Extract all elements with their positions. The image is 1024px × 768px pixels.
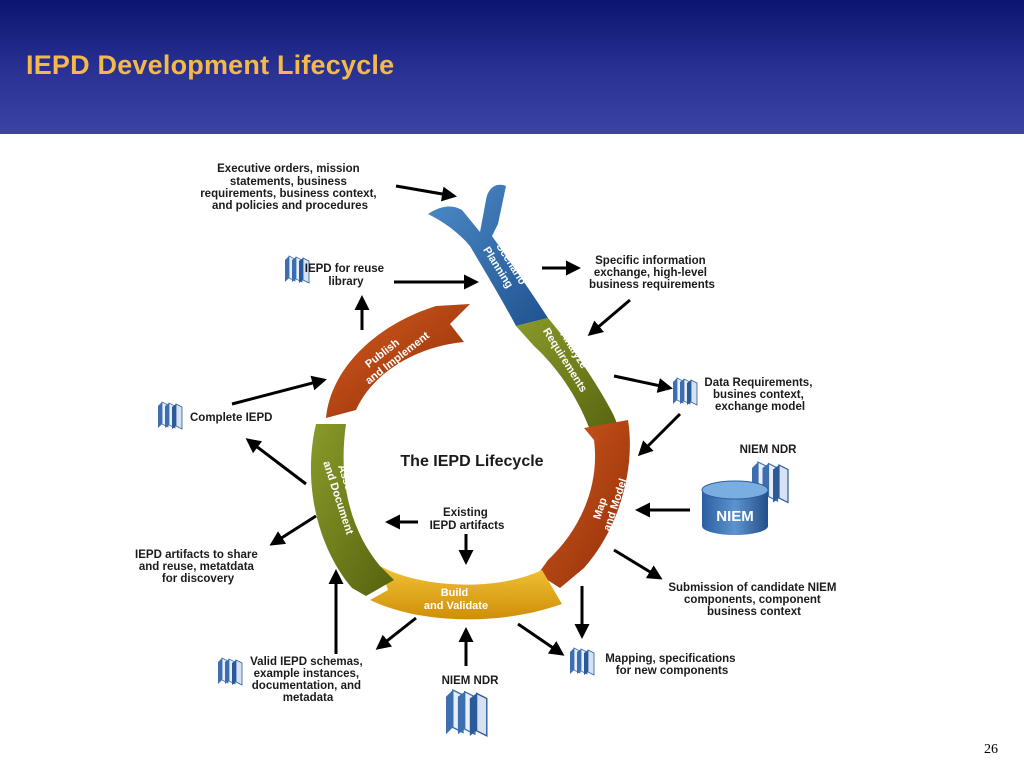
valid-schemas-book-icon	[217, 657, 243, 686]
submission-label: Submission of candidate NIEM components,…	[668, 582, 839, 618]
arrow-data-req-to-map	[637, 412, 682, 457]
existing-artifacts-label: Existing IEPD artifacts	[430, 507, 505, 532]
reuse-library-label: IEPD for reuse library	[305, 263, 387, 288]
arrow-build-to-mapping	[517, 622, 565, 656]
analyze-requirements-segment	[516, 318, 619, 440]
data-requirements-book-icon	[672, 377, 698, 406]
build-and-validate-segment	[370, 566, 562, 620]
executive-orders-label: Executive orders, mission statements, bu…	[200, 163, 380, 212]
arrow-complete-to-publish	[231, 375, 327, 406]
valid-schemas-label: Valid IEPD schemas, example instances, d…	[250, 656, 366, 704]
mapping-book-icon	[569, 647, 595, 676]
complete-iepd-label: Complete IEPD	[190, 412, 272, 424]
assemble-and-document-segment	[310, 424, 394, 596]
arrow-assemble-to-share	[269, 514, 317, 546]
arrow-executive-to-scenario	[395, 184, 457, 202]
data-requirements-label: Data Requirements, busines context, exch…	[704, 377, 815, 413]
arrow-build-to-valid	[375, 616, 417, 650]
complete-iepd-book-icon	[157, 401, 183, 430]
arrow-specific-to-analyze	[587, 298, 631, 336]
specific-information-label: Specific information exchange, high-leve…	[589, 255, 715, 291]
niem-database-icon: NIEM	[701, 480, 769, 535]
scenario-planning-segment	[428, 184, 548, 326]
niem-cylinder-label: NIEM	[716, 508, 754, 525]
title-banner: IEPD Development Lifecycle	[0, 0, 1024, 134]
niem-ndr-bottom-book-icon	[445, 689, 488, 737]
artifacts-share-label: IEPD artifacts to share and reuse, metat…	[135, 549, 261, 585]
arrow-map-to-submission	[613, 548, 663, 580]
slide-title: IEPD Development Lifecycle	[26, 50, 395, 80]
arrow-analyze-to-data-req	[613, 374, 673, 393]
mapping-label: Mapping, specifications for new componen…	[605, 653, 739, 677]
page-number: 26	[984, 742, 998, 757]
niem-ndr-bottom-label: NIEM NDR	[442, 675, 500, 687]
arrow-assemble-to-complete	[245, 438, 307, 486]
map-and-model-segment	[538, 420, 630, 588]
niem-ndr-right-label: NIEM NDR	[740, 444, 798, 456]
iepd-lifecycle-diagram: Scenario Planning Analyze Requirements M…	[135, 163, 839, 737]
lifecycle-center-title: The IEPD Lifecycle	[400, 453, 543, 470]
phase-build-and-validate: Build and Validate	[424, 587, 488, 612]
publish-and-implement-segment	[326, 304, 470, 418]
